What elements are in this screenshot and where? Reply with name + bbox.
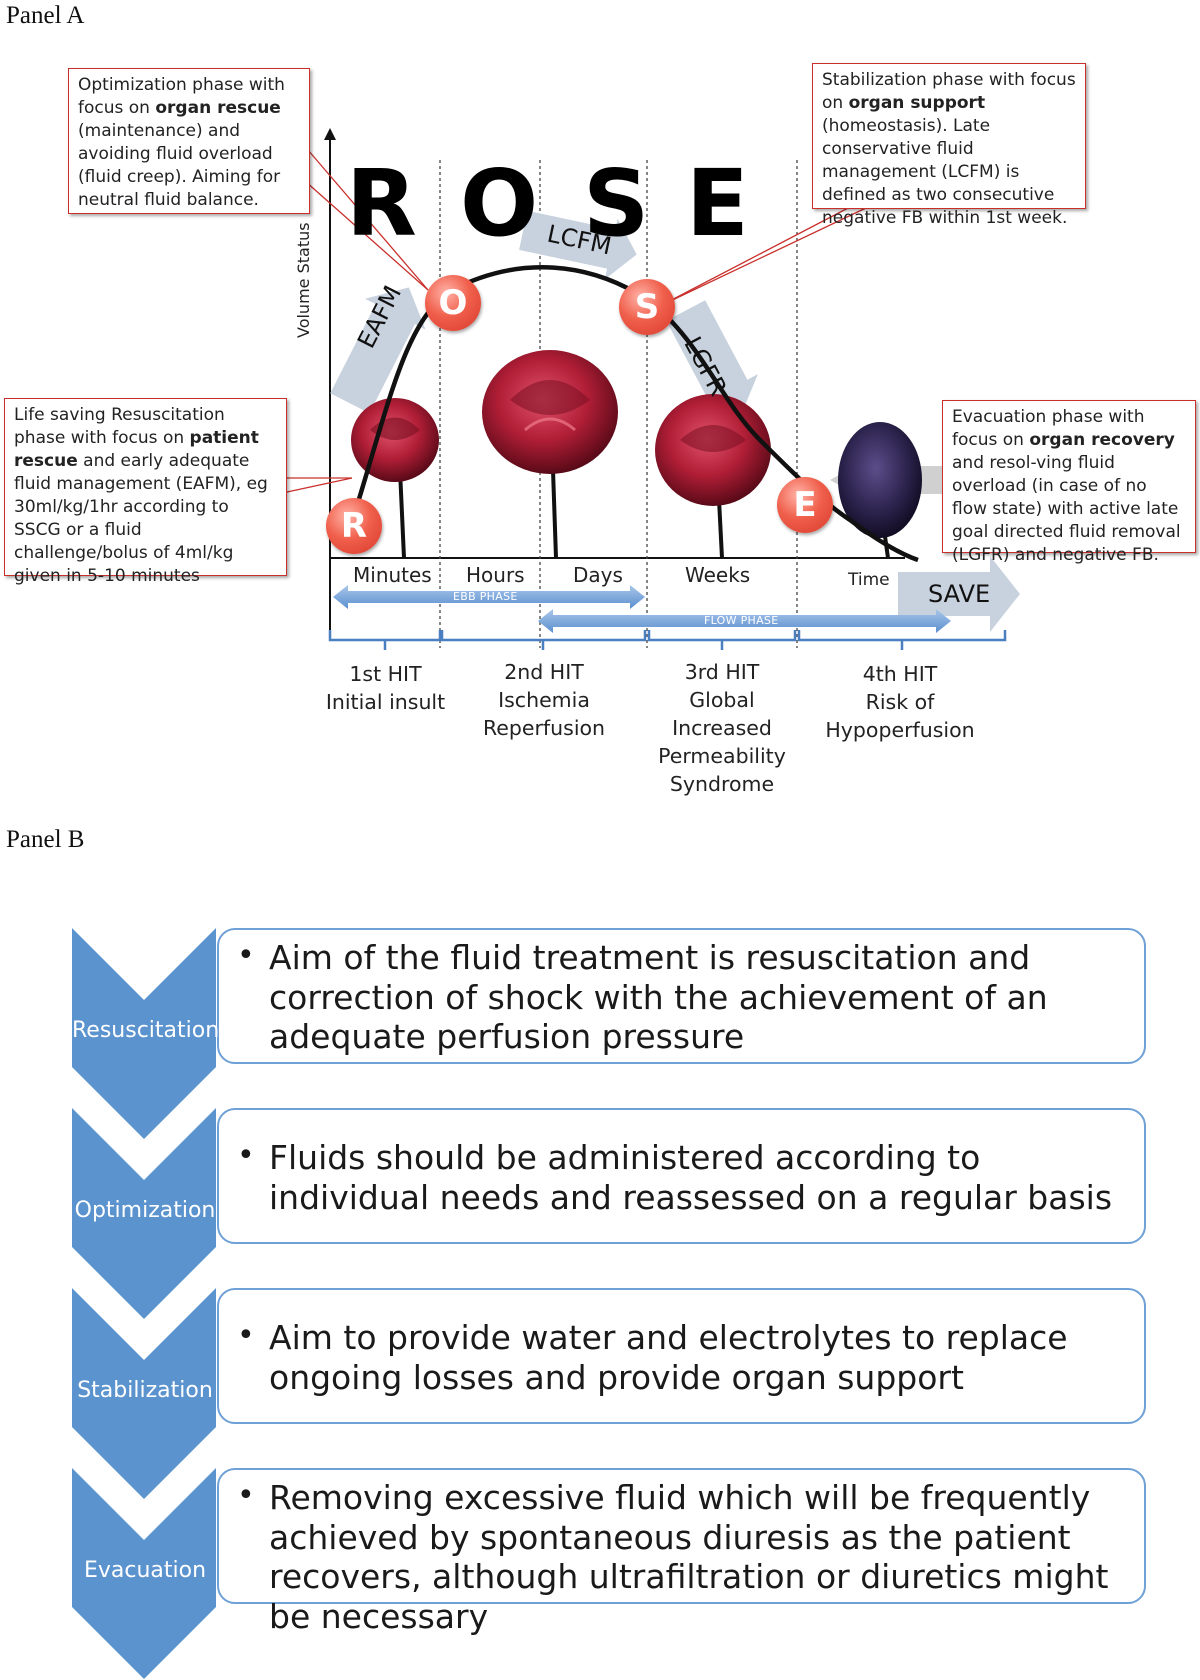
- hit-braces: [328, 630, 1007, 650]
- hit-1-title: 1st HIT: [349, 662, 422, 686]
- row-optimization-label: Optimization: [74, 1198, 216, 1223]
- bullet-4: •: [237, 1478, 255, 1513]
- chevron-optimization: [72, 1108, 216, 1319]
- phase-dot-r: R: [326, 498, 382, 554]
- panel-a-label: Panel A: [6, 2, 85, 29]
- panel-b-chevrons: [72, 928, 216, 1679]
- time-label-minutes: Minutes: [353, 563, 432, 587]
- title-letter-e: E: [686, 150, 749, 257]
- callout-optimization: Optimization phase with focus on organ r…: [68, 68, 310, 214]
- chevron-stabilization: [72, 1288, 216, 1499]
- hit-2-desc-1: Ischemia: [498, 688, 590, 712]
- ebb-phase-label: EBB PHASE: [453, 590, 518, 603]
- hit-4-title: 4th HIT: [862, 662, 938, 686]
- panel-b-label: Panel B: [6, 826, 85, 853]
- ebb-phase-arrow: [333, 585, 645, 609]
- time-label-hours: Hours: [466, 563, 525, 587]
- hit-1: 1st HIT Initial insult: [318, 660, 453, 716]
- lcfm-arrow: [519, 210, 637, 280]
- hit-3-title: 3rd HIT: [684, 660, 760, 684]
- row-stabilization-box: • Aim to provide water and electrolytes …: [217, 1288, 1146, 1424]
- rose-image-3: [655, 394, 771, 559]
- hit-4-desc-2: Hypoperfusion: [825, 718, 975, 742]
- row-resuscitation-label: Resuscitation: [72, 1018, 220, 1043]
- bullet-3: •: [237, 1318, 255, 1353]
- row-stabilization-label: Stabilization: [77, 1378, 213, 1403]
- hit-2-title: 2nd HIT: [504, 660, 584, 684]
- phase-dot-s: S: [619, 279, 675, 335]
- bullet-2: •: [237, 1138, 255, 1173]
- eafm-arrow: [330, 287, 426, 414]
- row-stabilization-text: Aim to provide water and electrolytes to…: [269, 1318, 1068, 1397]
- callout-stabilization: Stabilization phase with focus on organ …: [812, 63, 1086, 228]
- chevron-resuscitation: [72, 928, 216, 1139]
- row-resuscitation-box: • Aim of the fluid treatment is resuscit…: [217, 928, 1146, 1064]
- rose-image-2: [482, 350, 618, 559]
- title-letter-s: S: [583, 150, 650, 257]
- save-arrow: [898, 556, 1020, 632]
- chevron-evacuation: [72, 1468, 216, 1679]
- title-letter-r: R: [346, 150, 417, 257]
- time-label-weeks: Weeks: [685, 563, 751, 587]
- rose-image-1: [351, 398, 439, 559]
- rose-image-4: [838, 422, 922, 559]
- hit-1-desc: Initial insult: [325, 690, 446, 714]
- callout-evacuation: Evacuation phase with focus on organ rec…: [942, 400, 1196, 565]
- row-evacuation-text: Removing excessive fluid which will be f…: [269, 1478, 1109, 1636]
- hit-2-desc-2: Reperfusion: [482, 716, 606, 740]
- row-evacuation-box: • Removing excessive fluid which will be…: [217, 1468, 1146, 1636]
- hit-3: 3rd HIT Global Increased Permeability Sy…: [652, 658, 792, 798]
- y-axis-arrowhead: [324, 128, 336, 140]
- row-optimization-box: • Fluids should be administered accordin…: [217, 1108, 1146, 1244]
- bullet-1: •: [237, 938, 255, 973]
- x-axis-label: Time: [848, 570, 890, 590]
- phase-dot-o: O: [425, 275, 481, 331]
- hit-3-desc-4: Syndrome: [669, 772, 775, 796]
- flow-phase-label: FLOW PHASE: [704, 614, 779, 627]
- hit-3-desc-3: Permeability: [658, 744, 786, 768]
- phase-dot-e: E: [777, 477, 833, 533]
- save-label: SAVE: [928, 580, 991, 608]
- title-letter-o: O: [460, 150, 539, 257]
- time-label-days: Days: [573, 563, 623, 587]
- hit-3-desc-2: Increased: [672, 716, 772, 740]
- lgfr-arrow: [666, 300, 758, 415]
- hit-4-desc-1: Risk of: [865, 690, 935, 714]
- row-optimization-text: Fluids should be administered according …: [269, 1138, 1113, 1217]
- row-evacuation-label: Evacuation: [83, 1558, 207, 1583]
- flow-phase-arrow: [538, 609, 951, 633]
- hit-4: 4th HIT Risk of Hypoperfusion: [820, 660, 980, 744]
- hit-2: 2nd HIT Ischemia Reperfusion: [470, 658, 618, 742]
- panel-a-diagram: [269, 128, 1020, 650]
- hit-3-desc-1: Global: [689, 688, 755, 712]
- row-resuscitation-text: Aim of the fluid treatment is resuscitat…: [269, 938, 1048, 1056]
- callout-resuscitation: Life saving Resuscitation phase with foc…: [4, 398, 287, 586]
- y-axis-label: Volume Status: [294, 222, 313, 338]
